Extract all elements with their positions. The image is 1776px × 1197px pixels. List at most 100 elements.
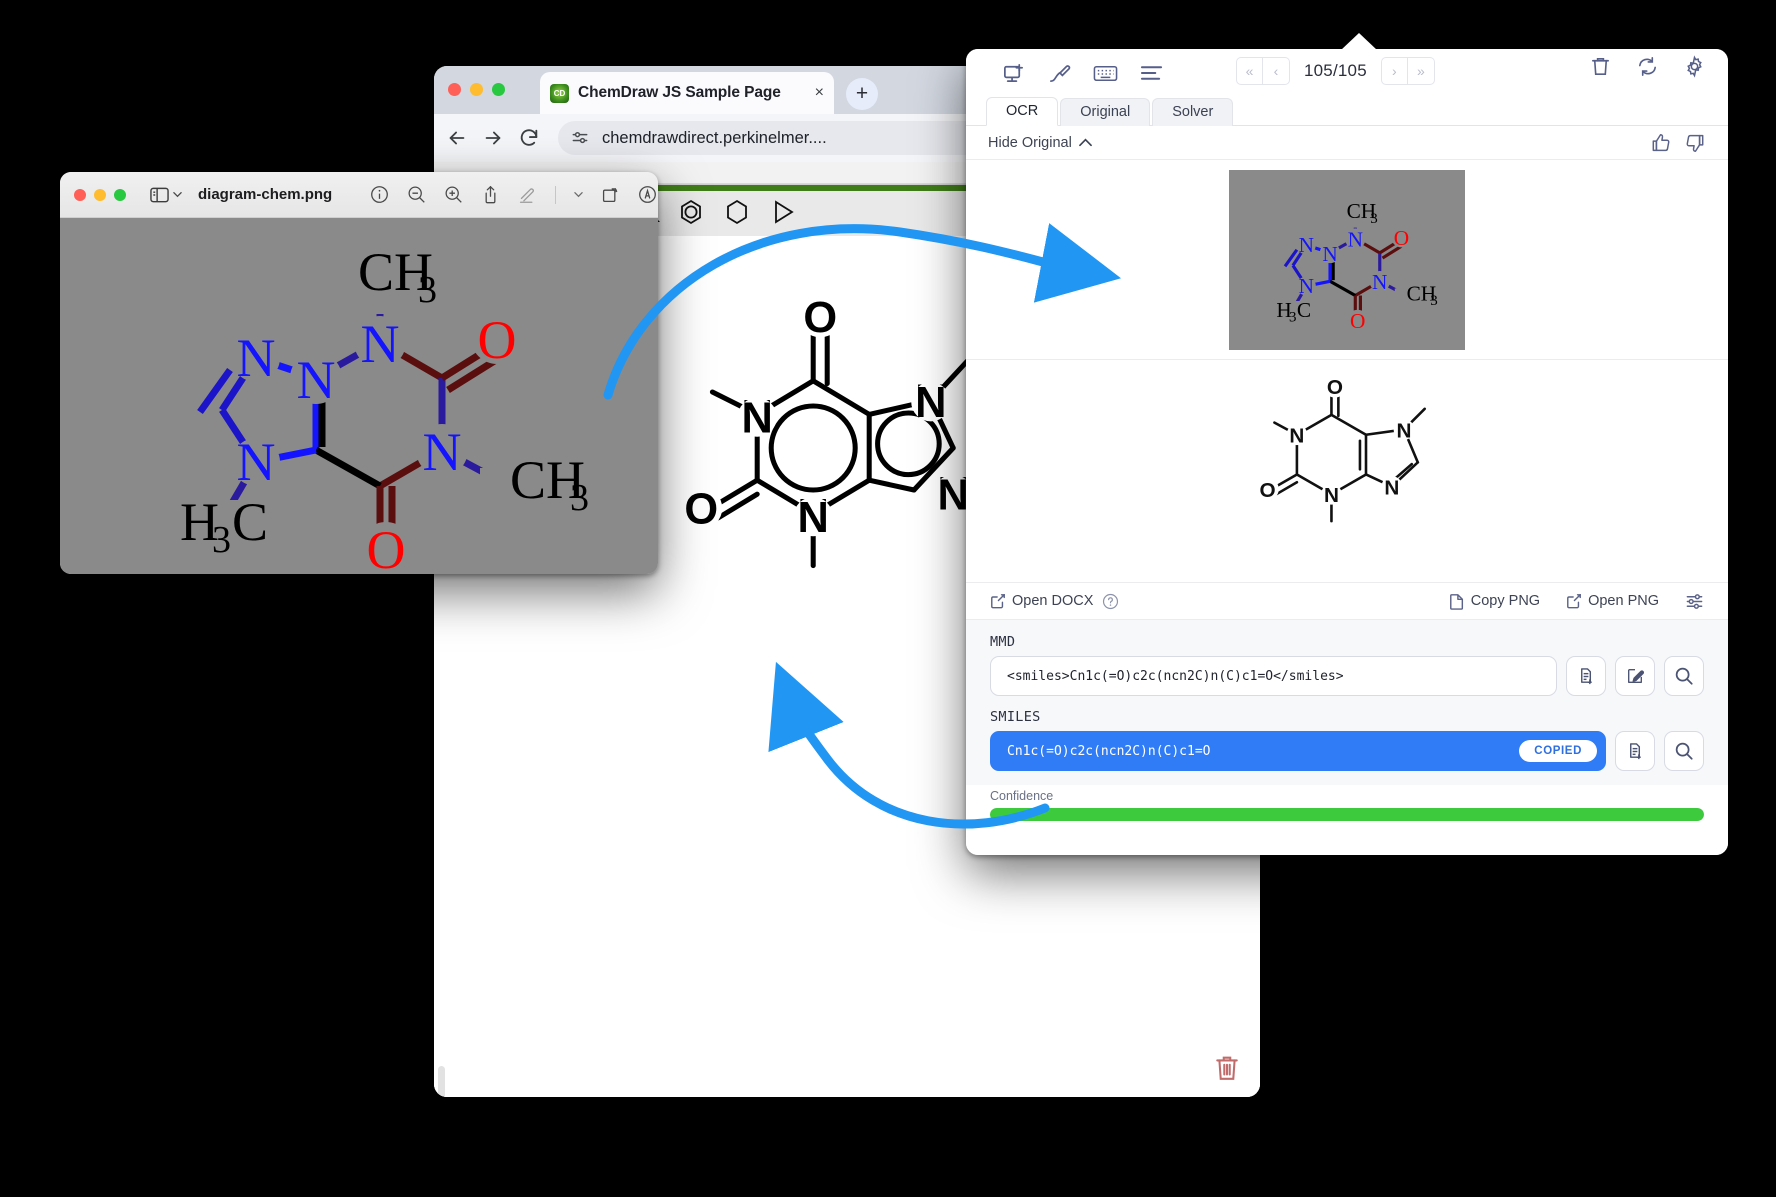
omnibox-url-text: chemdrawdirect.perkinelmer.... xyxy=(602,128,827,147)
tab-solver[interactable]: Solver xyxy=(1152,98,1234,126)
copy-png-button[interactable]: Copy PNG xyxy=(1449,593,1540,610)
preview-traffic-lights[interactable] xyxy=(74,188,126,201)
maximize-window-button[interactable] xyxy=(492,83,505,96)
svg-text:N: N xyxy=(798,494,829,542)
ocr-popup-window: « ‹ 105/105 › » OCR Original xyxy=(966,33,1728,855)
ocr-action-right: Copy PNG Open PNG xyxy=(1449,592,1704,611)
close-icon[interactable]: × xyxy=(814,84,824,101)
thumbs-up-icon[interactable] xyxy=(1650,132,1672,154)
help-icon[interactable] xyxy=(1102,593,1119,610)
svg-text:N: N xyxy=(1324,484,1339,507)
refresh-icon[interactable] xyxy=(1636,55,1659,78)
back-icon[interactable] xyxy=(446,127,468,149)
svg-text:N: N xyxy=(1348,227,1363,251)
maximize-window-button[interactable] xyxy=(114,188,126,201)
snip-icon[interactable] xyxy=(990,56,1036,90)
chevron-up-icon xyxy=(1078,138,1092,147)
ocr-result-fields: MMD <smiles>Cn1c(=O)c2c(ncn2C)n(C)c1=O</… xyxy=(966,620,1728,785)
chevron-down-icon[interactable] xyxy=(574,191,583,198)
tab-original[interactable]: Original xyxy=(1060,98,1151,126)
mmd-field-label: MMD xyxy=(990,634,1016,650)
svg-text:C: C xyxy=(232,492,268,552)
hide-original-toggle[interactable]: Hide Original xyxy=(988,135,1092,151)
caffeine-thumbnail-structure: N N N N N O O CH3 CH3 H3C xyxy=(1229,189,1465,332)
svg-text:O: O xyxy=(367,520,406,574)
info-icon[interactable] xyxy=(370,185,389,204)
external-link-icon xyxy=(991,594,1005,609)
mmd-value-input[interactable]: <smiles>Cn1c(=O)c2c(ncn2C)n(C)c1=O</smil… xyxy=(990,656,1557,696)
browser-tab[interactable]: ChemDraw JS Sample Page × xyxy=(540,72,834,114)
last-page-button[interactable]: » xyxy=(1407,57,1435,85)
svg-text:O: O xyxy=(1327,376,1343,399)
smiles-value-input[interactable]: Cn1c(=O)c2c(ncn2C)n(C)c1=O COPIED xyxy=(990,731,1606,771)
copy-smiles-button[interactable] xyxy=(1615,731,1655,771)
svg-text:CH: CH xyxy=(358,242,433,302)
open-png-button[interactable]: Open PNG xyxy=(1566,593,1659,609)
preview-window: diagram-chem.png xyxy=(60,172,658,574)
reload-icon[interactable] xyxy=(518,127,540,149)
svg-text:N: N xyxy=(237,328,276,388)
copy-mmd-button[interactable] xyxy=(1566,656,1606,696)
close-window-button[interactable] xyxy=(448,83,461,96)
close-window-button[interactable] xyxy=(74,188,86,201)
forward-icon[interactable] xyxy=(482,127,504,149)
draw-icon[interactable] xyxy=(1036,56,1082,90)
new-tab-button[interactable]: + xyxy=(846,78,878,110)
zoom-out-icon[interactable] xyxy=(407,185,426,204)
smiles-field-label: SMILES xyxy=(990,709,1041,725)
benzene-ring-icon[interactable] xyxy=(668,195,714,229)
zoom-in-icon[interactable] xyxy=(444,185,463,204)
browser-traffic-lights[interactable] xyxy=(448,83,505,96)
svg-text:O: O xyxy=(478,310,517,370)
markup-pen-icon[interactable] xyxy=(518,185,537,204)
search-smiles-button[interactable] xyxy=(1664,731,1704,771)
gear-icon[interactable] xyxy=(1683,55,1706,78)
text-lines-icon[interactable] xyxy=(1128,56,1174,90)
svg-text:N: N xyxy=(423,422,462,482)
share-icon[interactable] xyxy=(481,185,500,204)
keyboard-icon[interactable] xyxy=(1082,56,1128,90)
search-icon xyxy=(1675,667,1693,685)
rotate-icon[interactable] xyxy=(601,185,620,204)
copy-icon xyxy=(1580,667,1592,684)
ocr-action-row: Open DOCX Copy PNG Open PNG xyxy=(966,582,1728,620)
sliders-icon[interactable] xyxy=(1685,592,1704,611)
svg-text:N: N xyxy=(1289,425,1304,448)
thumbs-down-icon[interactable] xyxy=(1684,132,1706,154)
hide-original-row: Hide Original xyxy=(966,126,1728,160)
annotate-icon[interactable] xyxy=(638,185,657,204)
svg-text:CH: CH xyxy=(1347,199,1377,223)
sidebar-toggle-button[interactable] xyxy=(150,187,182,203)
svg-text:H: H xyxy=(180,492,219,552)
minimize-window-button[interactable] xyxy=(94,188,106,201)
rendered-caffeine-structure: N N N N O O xyxy=(1256,376,1427,523)
cyclohexane-ring-icon[interactable] xyxy=(714,195,760,229)
site-settings-icon[interactable] xyxy=(570,128,590,148)
minimize-window-button[interactable] xyxy=(470,83,483,96)
svg-text:O: O xyxy=(1394,226,1409,250)
ocr-tab-bar: OCR Original Solver xyxy=(966,97,1728,126)
page-next-group: › » xyxy=(1380,57,1435,85)
trash-icon[interactable] xyxy=(1214,1053,1240,1083)
trash-icon[interactable] xyxy=(1589,55,1612,78)
next-page-button[interactable]: › xyxy=(1380,57,1408,85)
chemdraw-accent-bar xyxy=(434,184,1260,191)
svg-text:N: N xyxy=(1299,233,1314,257)
tab-ocr[interactable]: OCR xyxy=(986,97,1059,126)
search-mmd-button[interactable] xyxy=(1664,656,1704,696)
canvas-scrollbar[interactable] xyxy=(438,1066,445,1097)
open-docx-button[interactable]: Open DOCX xyxy=(990,593,1093,609)
svg-text:N: N xyxy=(1397,419,1412,442)
prev-page-button[interactable]: ‹ xyxy=(1263,57,1290,85)
open-docx-group: Open DOCX xyxy=(990,593,1119,610)
svg-text:N: N xyxy=(915,379,946,427)
edit-mmd-button[interactable] xyxy=(1615,656,1655,696)
edit-icon xyxy=(1628,669,1644,683)
triangle-ring-icon[interactable] xyxy=(760,195,806,229)
first-page-button[interactable]: « xyxy=(1236,57,1263,85)
toolbar-divider xyxy=(555,185,557,204)
svg-text:N: N xyxy=(1384,476,1399,499)
